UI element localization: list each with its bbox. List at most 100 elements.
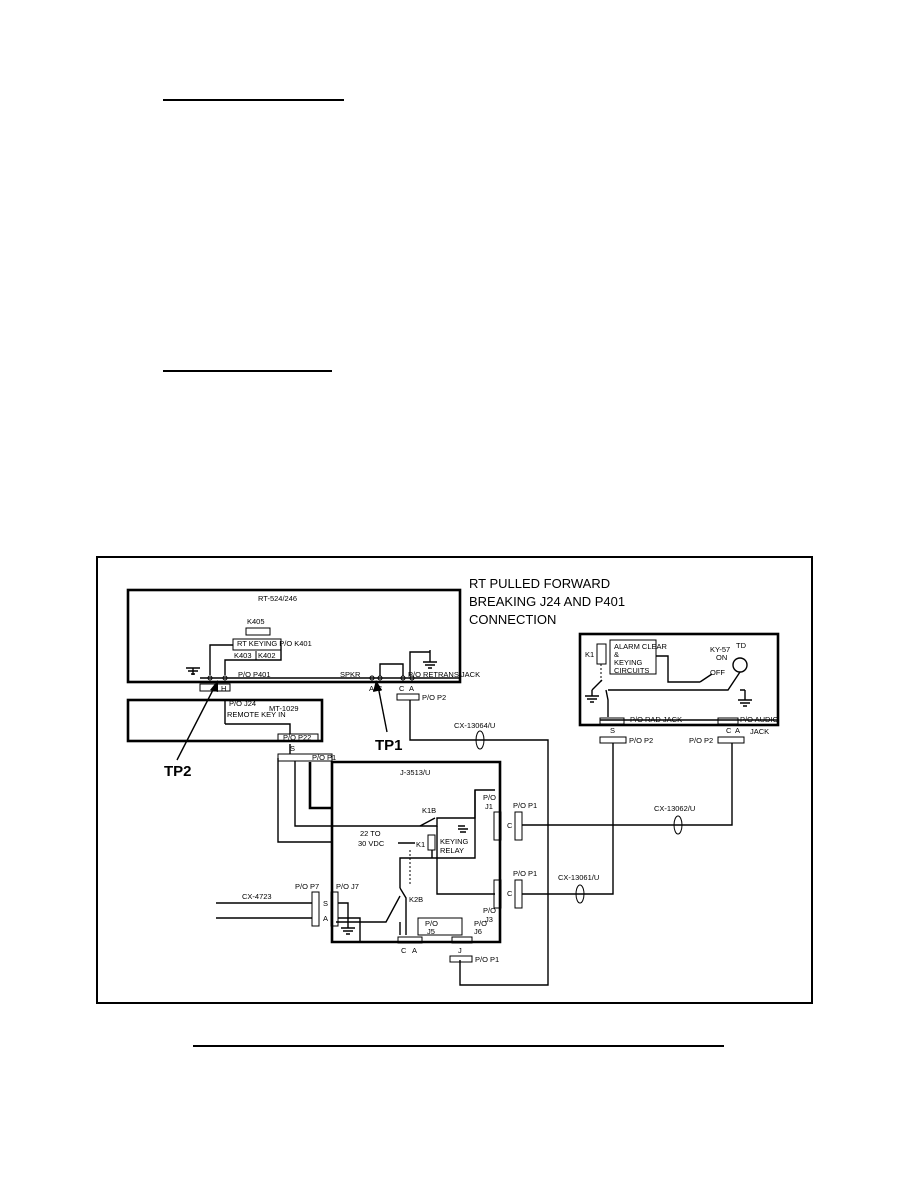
pin-h-label: H xyxy=(221,684,226,693)
ky-relay-contact xyxy=(591,679,609,717)
mt-pin-s: S xyxy=(290,744,295,753)
td-switch-knob xyxy=(732,657,748,673)
ky-p2-right xyxy=(717,736,745,744)
ky-pin-a: A xyxy=(735,726,740,735)
cable-cx13064 xyxy=(409,700,549,986)
k1b-contact xyxy=(419,817,468,833)
p401-label: P/O P401 xyxy=(238,670,271,679)
volt-line2: 30 VDC xyxy=(358,839,385,848)
j5-po-label: P/O xyxy=(425,919,438,928)
j5-j6-box xyxy=(417,917,463,936)
j7-label: P/O J7 xyxy=(336,882,359,891)
rt-ground-wire xyxy=(409,651,430,676)
p1a-connector xyxy=(514,811,523,841)
k402-label: K402 xyxy=(258,651,276,660)
relay-k1-label: K1 xyxy=(416,840,425,849)
p7-connector xyxy=(311,891,320,927)
rad-jack-label: P/O RAD JACK xyxy=(630,715,682,724)
tp2-arrow-line xyxy=(176,685,216,761)
retrans-pin-a: A xyxy=(409,684,414,693)
j5-connector xyxy=(397,936,423,944)
keying-line-top xyxy=(294,761,495,827)
tp1-arrow-line xyxy=(377,685,388,733)
tp1-arrowhead xyxy=(373,680,382,692)
rt-keying-wire xyxy=(209,644,282,675)
p7-pin-s: S xyxy=(323,899,328,908)
alarm-circuit-box xyxy=(609,639,657,675)
keying-relay-label2: RELAY xyxy=(440,846,464,855)
td-label: TD xyxy=(736,641,747,650)
k2b-contact xyxy=(399,887,407,935)
ky-k1-label: K1 xyxy=(585,650,594,659)
ky-57-label: KY-57 xyxy=(710,645,730,654)
k403-label: K403 xyxy=(234,651,252,660)
p7-label: P/O P7 xyxy=(295,882,319,891)
j7-audio-wire xyxy=(338,917,361,942)
diagram-title-line-3: CONNECTION xyxy=(469,612,556,627)
ky-p2-left-label: P/O P2 xyxy=(629,736,653,745)
k1b-label: K1B xyxy=(422,806,436,815)
mt-1029-label: MT-1029 xyxy=(269,704,299,713)
rt-ground-left xyxy=(186,667,200,675)
ky-57-box xyxy=(578,632,780,727)
j-3513-box xyxy=(330,760,502,944)
diagram-title-line-2: BREAKING J24 AND P401 xyxy=(469,594,625,609)
rt-spkr-wire xyxy=(379,663,404,676)
volt-line1: 22 TO xyxy=(360,829,381,838)
keying-relay-label1: KEYING xyxy=(440,837,469,846)
j3-connector xyxy=(493,879,502,909)
j3-label: J3 xyxy=(485,915,493,924)
spkr-dot-a xyxy=(369,675,375,681)
relay-coil-wire xyxy=(399,790,476,888)
retrans-dot-c xyxy=(400,675,406,681)
tp2-label: TP2 xyxy=(164,763,192,780)
j6-label: J6 xyxy=(474,927,482,936)
p2-label: P/O P2 xyxy=(422,693,446,702)
ky-pin-s: S xyxy=(610,726,615,735)
j5-pin-a: A xyxy=(412,946,417,955)
j3513-p1-slot xyxy=(308,762,332,810)
ky-ground-left xyxy=(585,690,599,703)
j3-pin-c: C xyxy=(507,889,513,898)
tp2-arrowhead xyxy=(210,680,218,692)
ky-pin-c: C xyxy=(726,726,732,735)
tp1-label: TP1 xyxy=(375,737,403,754)
rt-524-label: RT-524/246 xyxy=(258,594,297,603)
caption-underline xyxy=(193,1045,724,1047)
p2-connector xyxy=(396,693,420,701)
cable-cx13061-ferrite xyxy=(575,884,585,904)
keying-label: KEYING xyxy=(614,658,643,667)
p7-pin-a: A xyxy=(323,914,328,923)
diagram-frame xyxy=(96,556,813,1004)
retrans-pin-c: C xyxy=(399,684,405,693)
spkr-pin-a: A xyxy=(369,684,374,693)
rt-keying-label: RT KEYING P/O K401 xyxy=(237,639,312,648)
j3-po-label: P/O xyxy=(483,906,496,915)
rad-jack-connector xyxy=(599,717,625,725)
p1c-label: P/O P1 xyxy=(475,955,499,964)
ky-ground-right xyxy=(738,690,752,707)
off-label: OFF xyxy=(710,668,725,677)
cable-cx13062-label: CX-13062/U xyxy=(654,804,695,813)
ky-k1-coil xyxy=(596,643,607,665)
spkr-label: SPKR xyxy=(340,670,361,679)
pin-h-dot xyxy=(207,675,213,681)
j3513-p1-top-label: P/O P1 xyxy=(312,753,336,762)
p1c-connector xyxy=(449,955,473,963)
j5-pin-c: C xyxy=(401,946,407,955)
p1a-label: P/O P1 xyxy=(513,801,537,810)
j-3513-label: J-3513/U xyxy=(400,768,430,777)
j7-ground xyxy=(338,902,355,935)
audio-jack-connector xyxy=(717,717,739,725)
p1b-label: P/O P1 xyxy=(513,869,537,878)
k405-label: K405 xyxy=(247,617,265,626)
j1-po-label: P/O xyxy=(483,793,496,802)
heading-underline-2 xyxy=(163,370,332,372)
cable-cx13061 xyxy=(522,743,614,895)
remote-key-label: REMOTE KEY IN xyxy=(227,710,286,719)
j1-connector xyxy=(493,811,502,841)
cable-cx13064-ferrite xyxy=(475,730,485,750)
ky-keying-wire xyxy=(656,655,741,691)
on-label: ON xyxy=(716,653,727,662)
